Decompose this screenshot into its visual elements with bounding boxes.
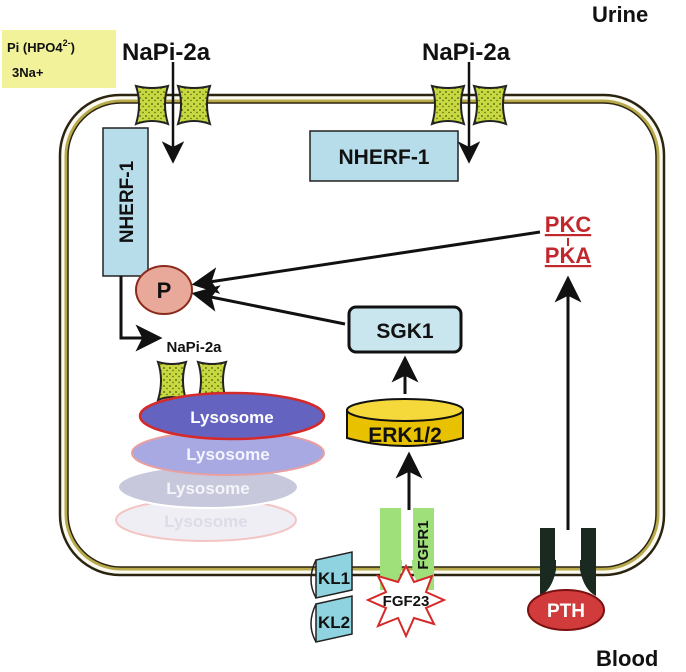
lysosome-label-1: Lysosome — [190, 408, 273, 427]
pth-label: PTH — [547, 601, 585, 622]
phosphate-circle: P — [135, 265, 193, 315]
lysosome-label-4: Lysosome — [164, 512, 247, 531]
ion-formula-end: ) — [71, 40, 75, 55]
lysosome-label-2: Lysosome — [186, 445, 269, 464]
erk12-cylinder: ERK1/2 — [346, 398, 464, 447]
napi2a-channel-right — [430, 84, 508, 126]
internalization-arrow — [119, 276, 163, 352]
nherf1-horizontal-label: NHERF-1 — [338, 146, 429, 169]
sgk1-to-p-arrow — [191, 285, 346, 326]
pka-label: PKA — [545, 243, 592, 268]
lysosome-stack: Lysosome Lysosome Lysosome Lysosome — [115, 391, 326, 542]
pth-ligand: PTH — [527, 589, 605, 631]
fgfr1-receptor: FGFR1 — [380, 508, 434, 590]
kl2-label: KL2 — [318, 613, 350, 632]
fgfr1-label: FGFR1 — [415, 520, 432, 569]
kl1-label: KL1 — [318, 569, 350, 588]
urine-label: Urine — [592, 2, 648, 27]
lysosome-1 — [138, 391, 326, 441]
pth-receptor — [540, 528, 596, 596]
pkc-to-p-arrow — [191, 230, 541, 294]
pkc-label: PKC — [545, 212, 592, 237]
fgf23-ligand: FGF23 — [365, 563, 447, 639]
fgf23-label: FGF23 — [383, 593, 430, 610]
nherf1-vertical-box: NHERF-1 — [102, 127, 149, 277]
napi2a-label-left: NaPi-2a — [122, 39, 211, 66]
lysosome-label-3: Lysosome — [166, 479, 249, 498]
pkc-pka-label: PKC PKA — [545, 212, 592, 268]
sodium-label: 3Na+ — [12, 65, 44, 80]
ion-formula: Pi (HPO4 — [7, 40, 63, 55]
blood-label: Blood — [596, 646, 658, 671]
ion-box: Pi (HPO42-) 3Na+ — [2, 30, 116, 88]
svg-text:Pi (HPO42-): Pi (HPO42-) — [7, 38, 75, 55]
ion-charge: 2- — [63, 38, 71, 48]
nherf1-horizontal-box: NHERF-1 — [309, 130, 459, 182]
sgk1-label: SGK1 — [376, 320, 434, 343]
nherf1-vertical-label: NHERF-1 — [117, 160, 138, 243]
sgk1-box: SGK1 — [347, 305, 463, 354]
phosphate-label: P — [157, 278, 172, 303]
napi2a-label-right: NaPi-2a — [422, 39, 511, 66]
napi2a-channel-left — [134, 84, 212, 126]
erk12-label: ERK1/2 — [368, 424, 442, 447]
napi2a-channel-internalized — [156, 360, 228, 402]
napi2a-internalized-label: NaPi-2a — [166, 339, 222, 356]
klotho-receptor: KL1 KL2 — [310, 551, 353, 643]
